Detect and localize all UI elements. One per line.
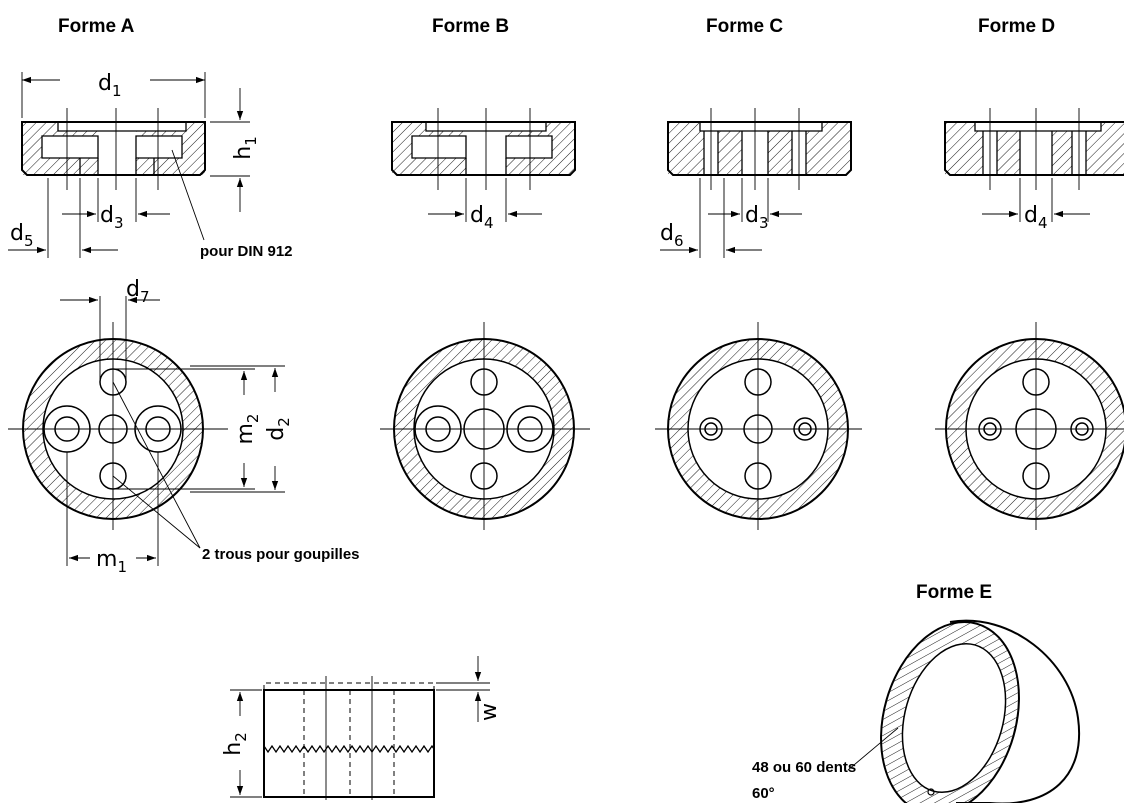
note-angle: 60°: [752, 785, 775, 802]
plan-view-forme-b: [380, 322, 590, 530]
label-d1: d1: [98, 71, 122, 100]
label-d7: d7: [126, 277, 150, 306]
title-forme-e: Forme E: [916, 582, 992, 603]
section-view-forme-d: [944, 108, 1124, 222]
perspective-view-forme-e: [847, 619, 1081, 803]
label-h2: h2: [221, 732, 250, 756]
section-view-forme-c: [660, 108, 852, 258]
label-d4-d: d4: [1024, 203, 1048, 232]
title-forme-a: Forme A: [58, 16, 135, 37]
label-h1: h1: [231, 136, 260, 160]
plan-view-forme-a: [8, 296, 285, 566]
title-forme-d: Forme D: [978, 16, 1055, 37]
label-m1: m1: [96, 547, 127, 576]
label-m2: m2: [233, 414, 262, 445]
title-forme-c: Forme C: [706, 16, 783, 37]
note-dents: 48 ou 60 dents: [752, 759, 856, 776]
label-d4-b: d4: [470, 203, 494, 232]
note-pour-din: pour DIN 912: [200, 243, 293, 260]
title-forme-b: Forme B: [432, 16, 509, 37]
note-trous-goupilles: 2 trous pour goupilles: [202, 546, 360, 563]
side-view-assembly: [230, 656, 490, 800]
label-d5: d5: [10, 221, 34, 250]
label-d3-a: d3: [100, 203, 124, 232]
section-view-forme-b: [391, 108, 576, 222]
label-d2: d2: [264, 417, 293, 441]
label-w: w: [477, 703, 502, 721]
plan-view-forme-c: [655, 322, 862, 530]
label-d3-c: d3: [745, 203, 769, 232]
label-d6: d6: [660, 221, 684, 250]
section-view-forme-a: [8, 72, 250, 258]
plan-view-forme-d: [935, 322, 1124, 530]
